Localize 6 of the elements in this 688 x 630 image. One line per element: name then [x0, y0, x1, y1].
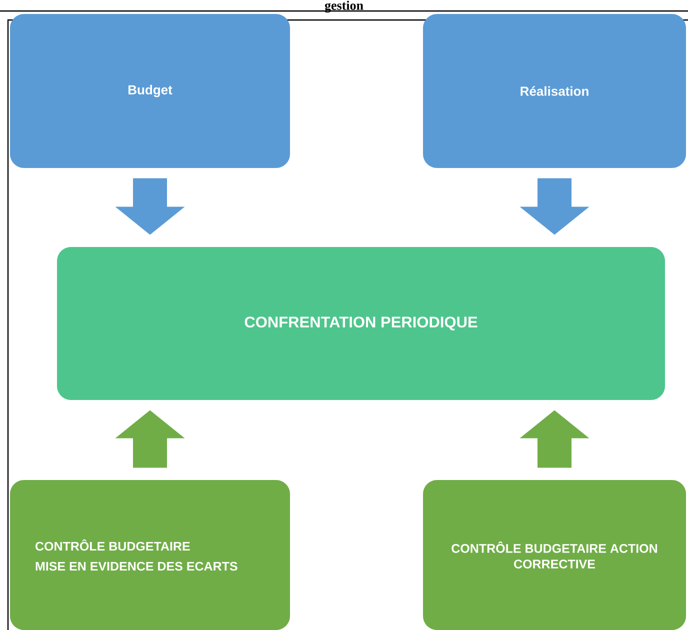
process-box: Budget	[10, 14, 290, 168]
process-box: CONFRENTATION PERIODIQUE	[57, 247, 665, 400]
title: gestion	[324, 0, 364, 13]
process-box: CONTRÔLE BUDGETAIRE ACTION CORRECTIVE	[423, 480, 686, 630]
process-box: CONTRÔLE BUDGETAIRE MISE EN EVIDENCE DES ECARTS	[10, 480, 290, 630]
process-box: Réalisation	[423, 14, 686, 168]
